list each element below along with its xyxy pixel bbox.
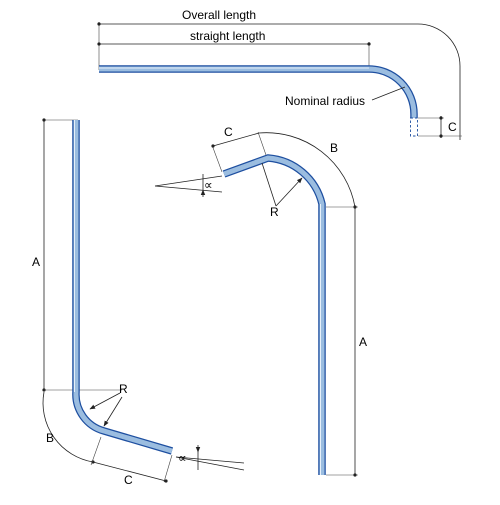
c-label-top: C — [448, 120, 457, 134]
right-tube — [222, 154, 326, 475]
nominal-radius-leader — [371, 86, 406, 101]
r-leader — [275, 177, 303, 207]
a-label-left: A — [32, 255, 40, 269]
overall-length-label: Overall length — [182, 8, 256, 22]
dimension-dot — [439, 116, 443, 120]
alpha-label-left: ∝ — [178, 451, 187, 465]
r-leader — [103, 396, 123, 427]
c-dimension-right — [212, 132, 260, 147]
a-label-right: A — [359, 335, 367, 349]
straight-length-label: straight length — [190, 29, 265, 43]
r-leader — [261, 162, 277, 207]
extension-line — [163, 454, 173, 483]
overall-length-dimension — [99, 23, 461, 140]
right-bend-figure: C B R A ∝ — [154, 125, 367, 477]
dimension-dot — [439, 134, 443, 138]
alpha-label-right: ∝ — [204, 178, 213, 192]
extension-line — [257, 131, 267, 156]
b-label-right: B — [330, 141, 338, 155]
angle-indicator-right: ∝ — [154, 174, 223, 197]
dimension-dot — [353, 473, 357, 477]
angle-indicator-left: ∝ — [175, 445, 245, 471]
dimension-dot — [367, 42, 371, 46]
top-bend-figure: Overall length straight length Nominal r… — [97, 8, 462, 140]
c-label-right: C — [224, 125, 233, 139]
extension-line — [90, 436, 102, 466]
c-dimension-left — [92, 461, 167, 482]
top-tube — [99, 65, 418, 137]
dimension-dot — [211, 144, 215, 148]
dimension-dot — [97, 22, 101, 26]
dimension-dot — [42, 118, 46, 122]
r-label-right: R — [270, 205, 279, 219]
b-dimension-right — [258, 132, 356, 208]
b-dimension-left — [42, 391, 94, 463]
b-label-left: B — [46, 431, 54, 445]
dimension-dot — [97, 42, 101, 46]
dimension-dot — [164, 479, 168, 483]
r-leader — [89, 392, 121, 410]
r-label-left: R — [119, 382, 128, 396]
left-tube — [72, 120, 174, 455]
left-bend-figure: A B C R ∝ — [32, 118, 245, 487]
nominal-radius-label: Nominal radius — [285, 94, 365, 108]
c-label-left: C — [124, 473, 133, 487]
extension-line — [211, 144, 223, 173]
